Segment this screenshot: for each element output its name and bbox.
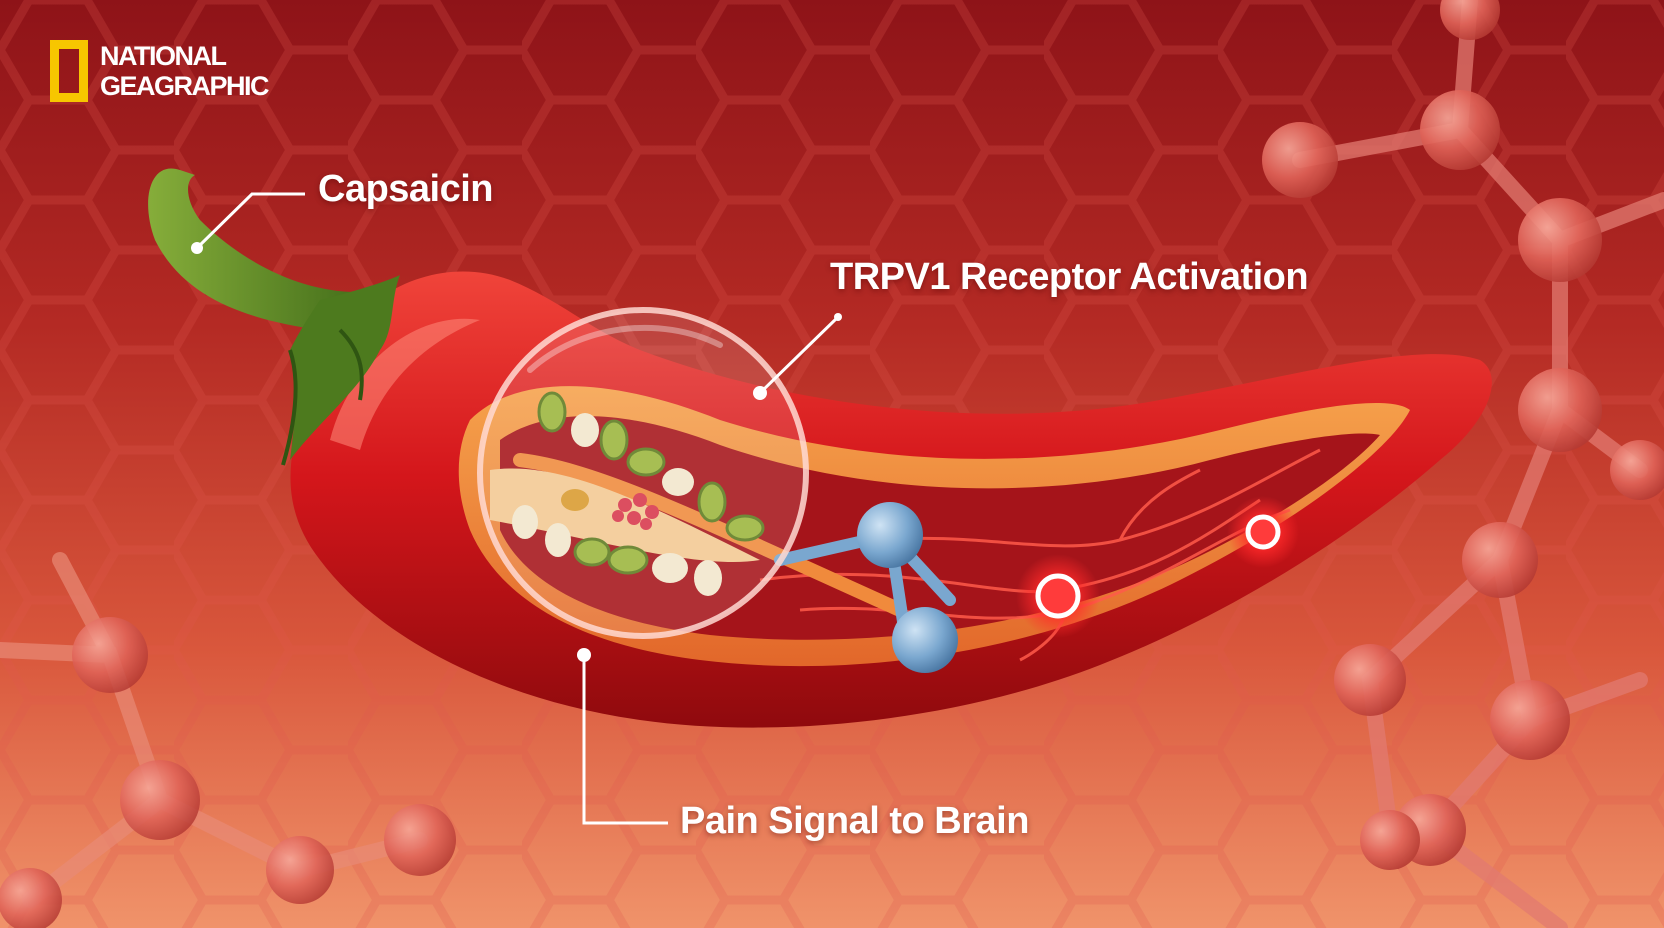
pain-signal-label: Pain Signal to Brain bbox=[680, 800, 1029, 842]
capsaicin-molecule bbox=[774, 502, 958, 673]
logo-line-1: NATIONAL bbox=[100, 41, 227, 71]
leader-lines bbox=[195, 192, 840, 825]
nerve-signal-node bbox=[1016, 496, 1299, 638]
pepper-seeds bbox=[490, 391, 765, 596]
logo-yellow-frame bbox=[50, 40, 88, 102]
logo-line-2: GEAGRAPHIC bbox=[100, 71, 270, 101]
national-geographic-logo: NATIONAL GEAGRAPHIC bbox=[50, 40, 270, 102]
logo-wordmark: NATIONAL GEAGRAPHIC bbox=[100, 41, 270, 101]
trpv1-receptor-label: TRPV1 Receptor Activation bbox=[830, 256, 1309, 298]
magnifier-lens bbox=[477, 307, 809, 639]
chili-stem bbox=[148, 168, 380, 331]
capsaicin-label: Capsaicin bbox=[318, 168, 494, 210]
